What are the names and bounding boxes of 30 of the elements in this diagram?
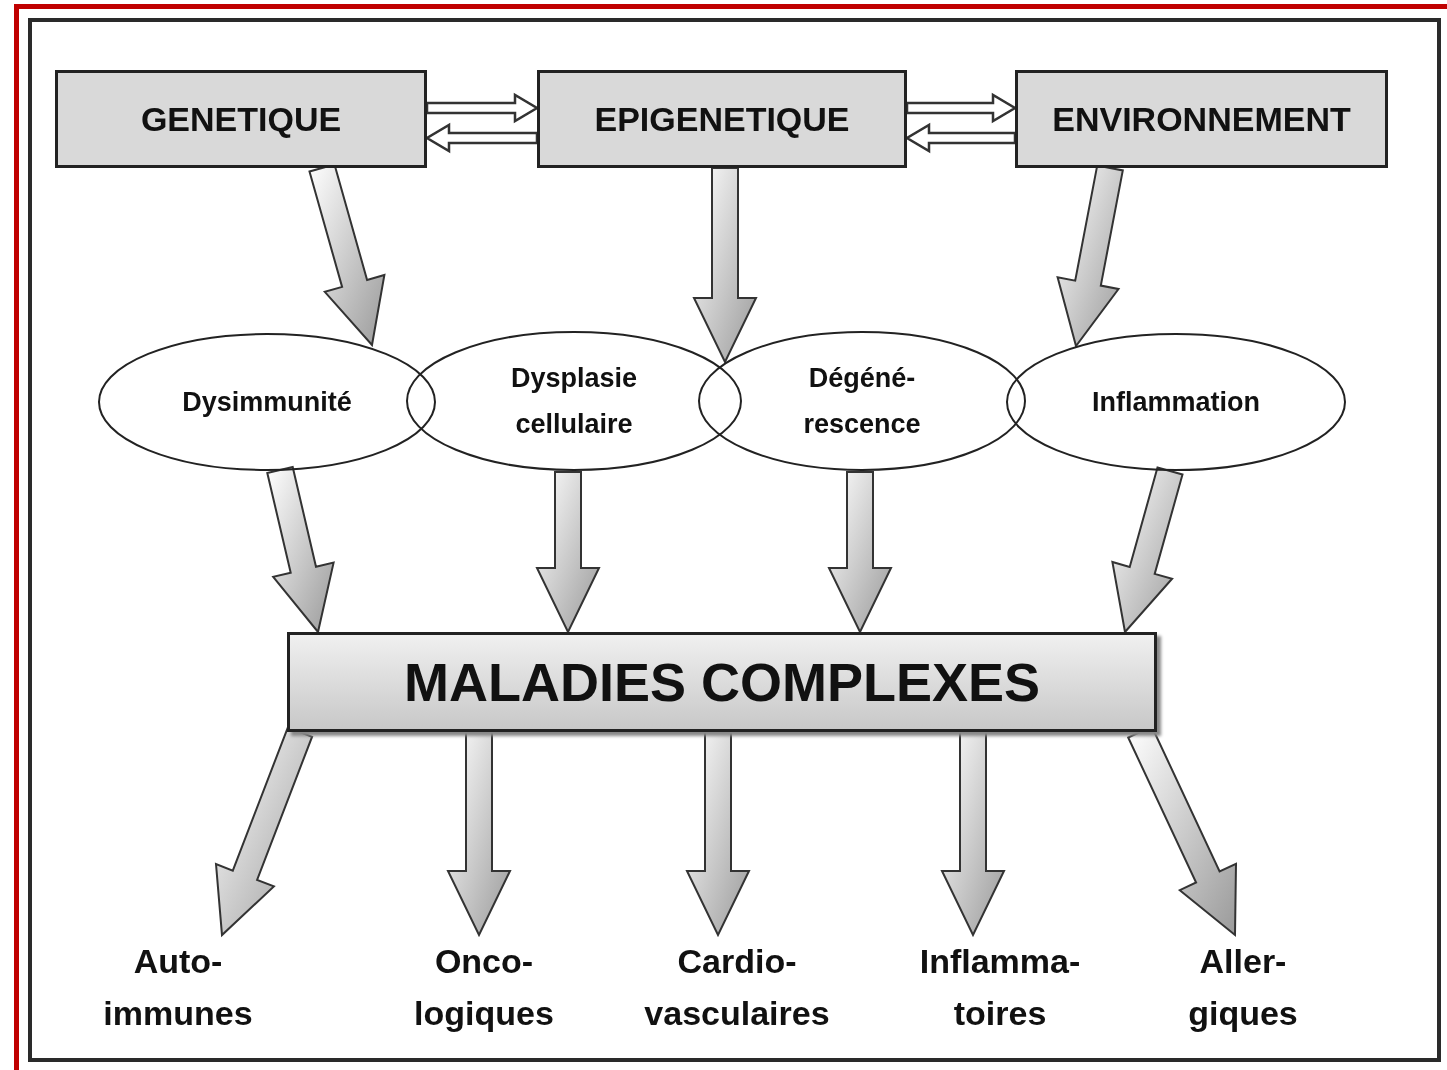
arrow [266,465,335,635]
process-ellipse [1005,332,1347,472]
factor-box: ENVIRONNEMENT [1015,70,1388,168]
disease-label: Onco- logiques [413,941,555,1034]
outcome-box: MALADIES COMPLEXES [287,632,1157,732]
factor-box: EPIGENETIQUE [537,70,907,168]
disease-label: Cardio- vasculaires [643,941,831,1034]
arrow [535,471,601,635]
arrow [905,92,1018,124]
disease-label: Inflamma- toires [918,941,1082,1034]
process-ellipse [405,330,743,472]
arrow [425,92,540,124]
arrow [685,731,751,938]
factor-box: GENETIQUE [55,70,427,168]
disease-label: Aller- giques [1187,941,1299,1034]
disease-label: Auto- immunes [102,941,254,1034]
arrow [1111,466,1184,635]
process-ellipse [697,330,1027,472]
ellipse-label: Dysimmunité [181,386,353,419]
ellipse-label: Dégéné- rescence [802,362,922,441]
arrow [827,471,893,635]
arrow [446,731,512,938]
arrow [904,122,1017,154]
arrow [940,731,1006,938]
arrow [692,167,758,365]
arrow [424,122,539,154]
ellipse-label: Inflammation [1091,386,1261,419]
arrow [214,726,314,938]
ellipse-label: Dysplasie cellulaire [509,362,639,441]
process-ellipse [97,332,437,472]
